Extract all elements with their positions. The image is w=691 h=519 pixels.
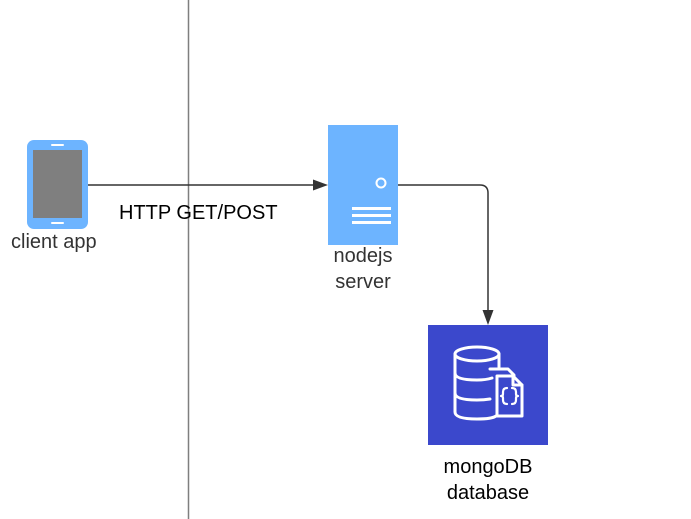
- server-icon[interactable]: [328, 125, 398, 245]
- document-database-icon[interactable]: [428, 325, 548, 445]
- client-app-label: client app: [11, 231, 97, 253]
- connector-server-to-database: [398, 184, 494, 325]
- http-edge-label: HTTP GET/POST: [119, 202, 278, 224]
- database-label-line2: database: [446, 482, 530, 504]
- connector-client-to-server: [88, 179, 328, 191]
- server-label-line1: nodejs: [333, 245, 393, 267]
- database-label-line1: mongoDB: [443, 456, 533, 478]
- server-label-line2: server: [335, 271, 391, 293]
- mobile-phone-icon[interactable]: [27, 140, 88, 229]
